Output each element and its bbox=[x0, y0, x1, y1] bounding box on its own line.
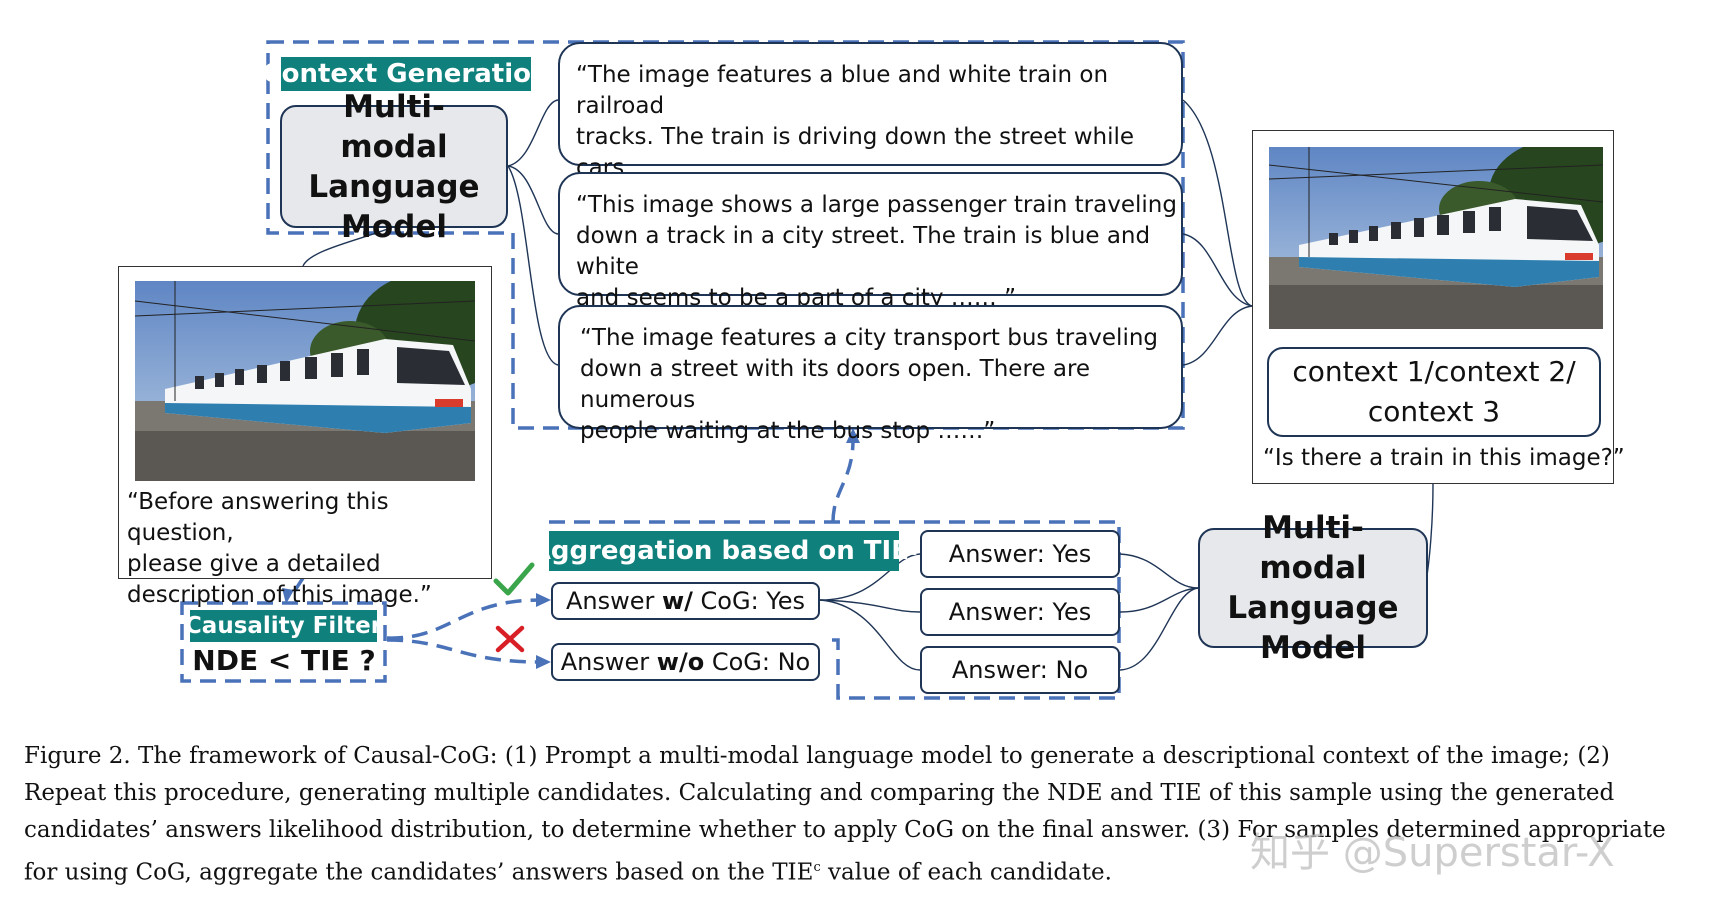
answer-without-cog-suffix: CoG: No bbox=[704, 648, 811, 676]
context-selector-box: context 1/context 2/ context 3 bbox=[1267, 347, 1601, 437]
figure-caption: Figure 2. The framework of Causal-CoG: (… bbox=[24, 738, 1666, 892]
prompt-quote: “Before answering this question, please … bbox=[127, 489, 432, 608]
caption-line-2: Repeat this procedure, generating multip… bbox=[24, 780, 1615, 806]
caption-line-3: candidates’ answers likelihood distribut… bbox=[24, 817, 1666, 843]
aggregation-region bbox=[549, 520, 1121, 700]
context-box-2: “This image shows a large passenger trai… bbox=[558, 172, 1183, 311]
answer-with-cog: Answer w/ CoG: Yes bbox=[551, 582, 820, 620]
causality-filter-region bbox=[180, 601, 387, 683]
aggregation-to-contexts-arrow bbox=[831, 439, 855, 523]
answer-without-cog-prefix: Answer bbox=[560, 648, 657, 676]
question-panel: context 1/context 2/ context 3 “Is there… bbox=[1252, 130, 1625, 484]
filter-to-without-cog-arrow bbox=[386, 638, 541, 664]
caption-line-4-a: for using CoG, aggregate the candidates’… bbox=[24, 859, 814, 886]
prompt-panel: “Before answering this question, please … bbox=[118, 266, 492, 608]
train-photo-right bbox=[1269, 147, 1603, 329]
answer-without-cog: Answer w/o CoG: No bbox=[551, 643, 820, 681]
filter-to-with-cog-arrow bbox=[386, 598, 541, 640]
answer-without-cog-bold: w/o bbox=[656, 648, 705, 676]
question-text: “Is there a train in this image?” bbox=[1263, 445, 1625, 471]
caption-line-1: Figure 2. The framework of Causal-CoG: (… bbox=[24, 743, 1610, 769]
answer-with-cog-prefix: Answer bbox=[565, 587, 662, 615]
cross-icon bbox=[494, 624, 526, 654]
prompt-to-filter-arrow bbox=[288, 577, 305, 599]
causality-filter-tag: Causality Filter bbox=[185, 610, 382, 642]
watermark: 知乎 @Superstar-X bbox=[1250, 830, 1615, 876]
context-generation-tag: Context Generation bbox=[262, 57, 550, 91]
context-generation-region bbox=[266, 40, 1185, 430]
context-box-1: “The image features a blue and white tra… bbox=[558, 42, 1183, 212]
tram-image bbox=[135, 281, 475, 481]
bottom-language-model: Multi-modal Language Model bbox=[1198, 510, 1428, 666]
check-icon bbox=[492, 561, 536, 597]
caption-line-4-sup: c bbox=[813, 860, 821, 875]
answer-with-cog-suffix: CoG: Yes bbox=[692, 587, 806, 615]
aggregation-tag-sup: c bbox=[908, 543, 918, 559]
train-photo-left bbox=[135, 281, 475, 481]
candidate-answer-2: Answer: Yes bbox=[920, 588, 1120, 636]
candidate-answer-1: Answer: Yes bbox=[920, 530, 1120, 578]
aggregation-tag-text: Aggregation based on TIE bbox=[530, 536, 909, 566]
tram-image bbox=[1269, 147, 1603, 329]
caption-line-4: for using CoG, aggregate the candidates’… bbox=[24, 849, 1666, 892]
candidate-answer-3: Answer: No bbox=[920, 646, 1120, 694]
causality-condition: NDE < TIE ? bbox=[192, 644, 376, 677]
top-language-model: Multi-modal Language Model bbox=[280, 89, 508, 245]
caption-line-4-b: value of each candidate. bbox=[820, 859, 1112, 886]
context-box-3: “The image features a city transport bus… bbox=[558, 305, 1183, 444]
answer-with-cog-bold: w/ bbox=[661, 587, 693, 615]
